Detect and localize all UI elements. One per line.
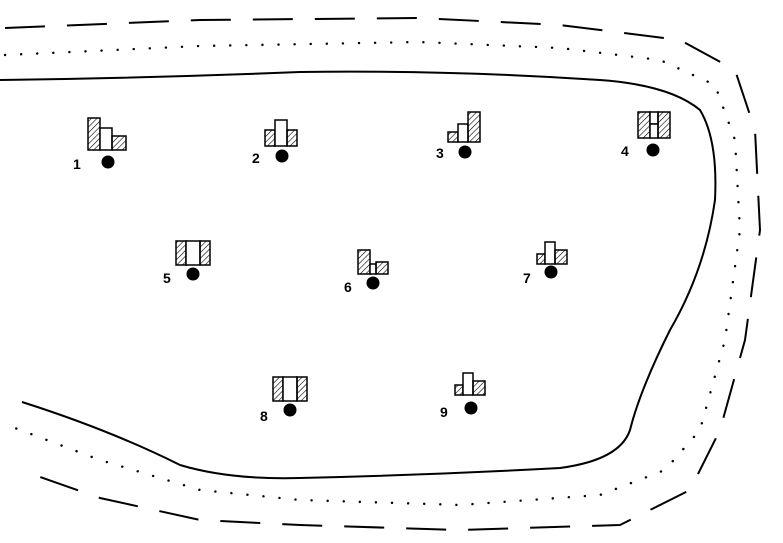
station-marker-dot	[458, 145, 472, 159]
station-glyph-block	[462, 372, 474, 396]
station-glyph-block	[175, 240, 187, 266]
station-glyph-block	[99, 127, 113, 151]
station-number-label: 1	[73, 156, 81, 172]
station-glyph-block	[472, 380, 486, 396]
station-glyph-block	[357, 249, 371, 275]
station-1: 1	[73, 117, 127, 172]
station-3: 3	[436, 111, 481, 161]
station-marker-dot	[464, 401, 478, 415]
station-4: 4	[621, 111, 671, 159]
station-number-label: 3	[436, 145, 444, 161]
station-glyph-block	[375, 261, 389, 275]
station-9: 9	[440, 372, 486, 420]
station-glyph-block	[447, 131, 459, 143]
station-2: 2	[252, 119, 298, 166]
station-glyph-block	[467, 111, 481, 143]
station-glyph-block	[637, 111, 651, 139]
station-number-label: 8	[260, 408, 268, 424]
station-number-label: 7	[523, 270, 531, 286]
station-marker-dot	[186, 267, 200, 281]
station-number-label: 2	[252, 150, 260, 166]
station-number-label: 4	[621, 143, 629, 159]
station-glyph-block	[536, 253, 546, 265]
station-marker-dot	[275, 149, 289, 163]
station-glyph-block	[454, 384, 464, 396]
station-number-label: 6	[344, 279, 352, 295]
station-marker-dot	[544, 265, 558, 279]
station-glyph-block	[369, 263, 377, 275]
station-glyph-block	[657, 111, 671, 139]
station-glyph-block	[457, 123, 469, 143]
station-6: 6	[344, 249, 389, 295]
station-glyph-block	[296, 376, 308, 402]
station-number-label: 9	[440, 404, 448, 420]
station-marker-dot	[646, 143, 660, 157]
station-glyph-block	[286, 129, 298, 147]
station-glyph-block	[544, 241, 556, 265]
station-5: 5	[163, 240, 211, 286]
stations-group: 1 2 3 4 5 6 7 8 9	[73, 111, 671, 424]
station-number-label: 5	[163, 270, 171, 286]
outer-dashed-boundary	[4, 16, 762, 532]
station-glyph-block	[282, 376, 298, 402]
station-marker-dot	[101, 155, 115, 169]
station-glyph-block	[185, 240, 201, 266]
station-glyph-block	[649, 111, 659, 125]
station-glyph-block	[264, 129, 276, 147]
station-glyph-block	[199, 240, 211, 266]
station-glyph-block	[111, 135, 127, 151]
station-glyph-block	[554, 249, 568, 265]
station-marker-dot	[366, 276, 380, 290]
station-glyph-block	[272, 376, 284, 402]
station-glyph-block	[649, 123, 659, 139]
inner-solid-boundary	[0, 70, 717, 480]
station-glyph-block	[274, 119, 288, 147]
station-glyph-block	[87, 117, 101, 151]
station-marker-dot	[283, 403, 297, 417]
station-8: 8	[260, 376, 308, 424]
station-7: 7	[523, 241, 568, 286]
